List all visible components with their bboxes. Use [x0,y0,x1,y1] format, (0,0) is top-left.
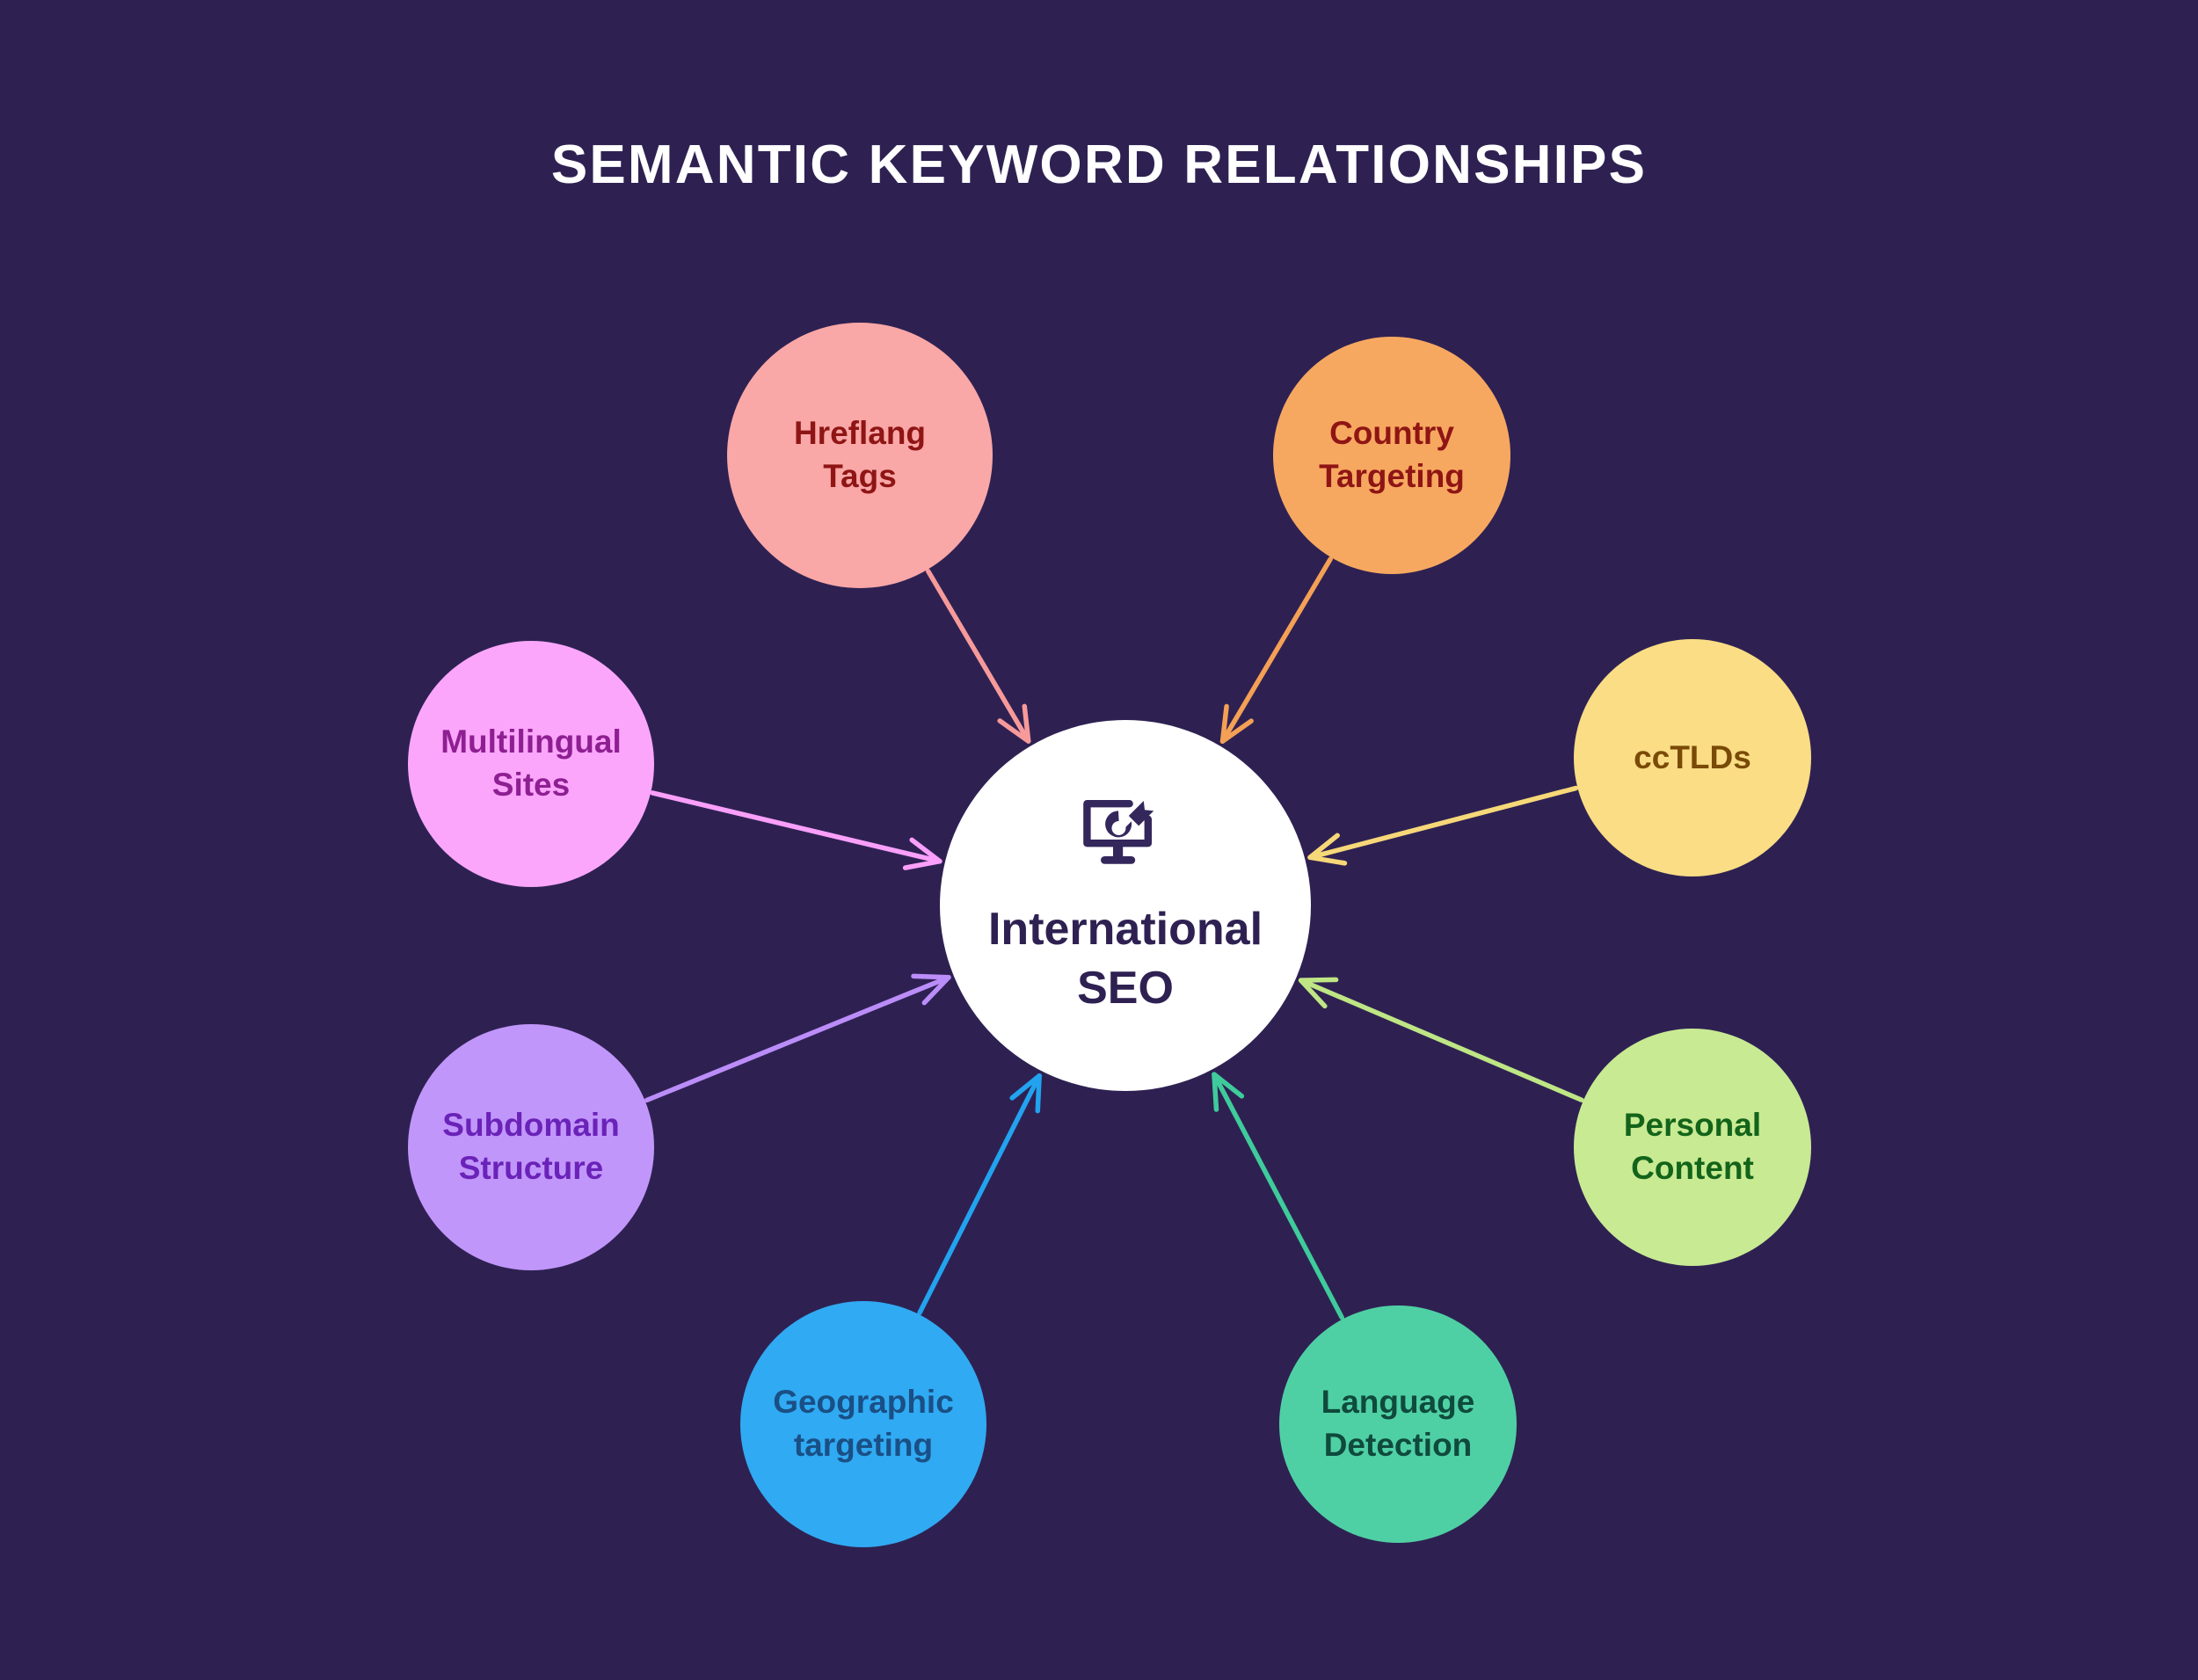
page-title: SEMANTIC KEYWORD RELATIONSHIPS [550,135,1648,195]
node-label-line1: ccTLDs [1634,738,1751,775]
edge-language-detection-to-center [1212,1072,1345,1320]
node-label-line1: Multilingual [440,724,622,760]
edge-hreflang-tags-to-center [925,569,1031,744]
node-label-line1: Geographic [773,1384,954,1421]
node-label-line2: Tags [823,458,897,494]
monitor-target-icon [1080,793,1171,877]
edge-subdomain-structure-to-center [644,973,951,1103]
node-label-line2: Content [1631,1150,1754,1186]
node-cctlds[interactable]: ccTLDs [1574,639,1811,876]
edge-cctlds-to-center [1307,785,1579,866]
edge-personal-content-to-center [1298,977,1584,1103]
node-geographic-targeting[interactable]: Geographic targeting [740,1301,986,1547]
node-label-line2: Sites [491,767,571,803]
node-label-line2: Targeting [1319,458,1465,494]
center-node-label: International SEO [983,900,1268,1017]
edge-country-targeting-to-center [1219,556,1333,745]
center-label-line2: SEO [1077,963,1174,1014]
node-label-line2: Detection [1323,1427,1473,1463]
edge-geographic-targeting-to-center [917,1073,1042,1316]
center-node-international-seo[interactable]: International SEO [940,720,1311,1091]
node-label-line1: Country [1329,415,1454,452]
node-label-line2: targeting [793,1427,934,1463]
node-label-line2: Structure [458,1150,604,1186]
node-label-line1: Language [1321,1384,1475,1421]
node-label-line1: Subdomain [442,1107,620,1144]
edge-multilingual-sites-to-center [650,790,943,870]
node-label-line1: Hreflang [793,415,927,452]
node-label-line1: Personal [1623,1107,1762,1144]
center-label-line1: International [987,904,1263,956]
